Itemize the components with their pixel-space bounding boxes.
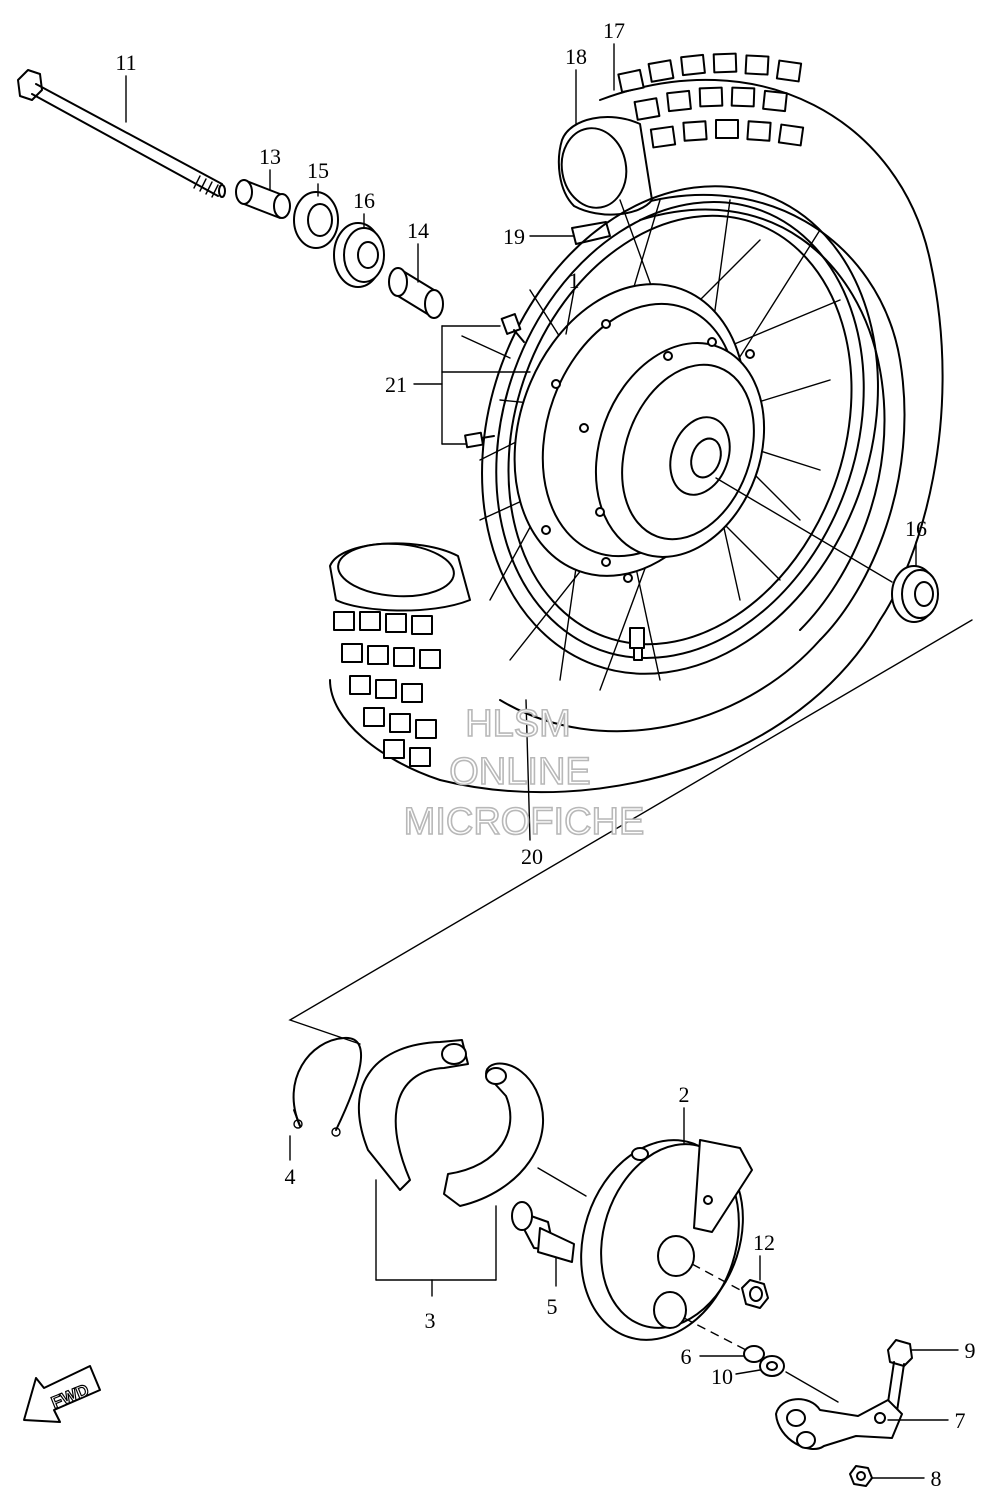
tube-cut-end [329, 542, 471, 612]
leader-lines [125, 43, 959, 1479]
brake-shoe-right[interactable] [443, 1062, 545, 1207]
oil-seal[interactable] [293, 191, 339, 249]
brake-cam[interactable] [511, 1201, 575, 1287]
callout-2: 2 [679, 1082, 690, 1107]
callout-18: 18 [565, 44, 587, 69]
callout-13: 13 [259, 144, 281, 169]
tread-top [617, 52, 805, 149]
brake-panel[interactable] [556, 1120, 766, 1361]
callout-3: 3 [425, 1308, 436, 1333]
callout-9: 9 [965, 1338, 976, 1363]
bearing-right[interactable] [891, 565, 939, 623]
spacer-right[interactable] [388, 267, 444, 319]
bracket-21 [413, 325, 531, 445]
callout-8: 8 [931, 1466, 942, 1491]
callout-19: 19 [503, 224, 525, 249]
watermark-line-1: HLSM [465, 703, 571, 745]
callout-1: 1 [569, 268, 580, 293]
callout-6: 6 [681, 1344, 692, 1369]
tread-bottom [333, 611, 441, 767]
bearing-left[interactable] [333, 222, 385, 288]
tube[interactable] [556, 116, 653, 216]
brake-shoe-left[interactable] [357, 1039, 469, 1191]
axle-bolt[interactable] [17, 69, 226, 198]
washer-6[interactable] [743, 1345, 765, 1363]
section-divider [288, 619, 973, 1045]
bracket-3 [375, 1179, 497, 1297]
hub-screw-upper[interactable] [500, 313, 525, 343]
callout-4: 4 [285, 1164, 296, 1189]
callout-21: 21 [385, 372, 407, 397]
hub[interactable] [475, 251, 792, 608]
axis-line-hub [715, 477, 893, 583]
callout-12: 12 [753, 1230, 775, 1255]
callout-11: 11 [115, 50, 136, 75]
rim[interactable] [416, 130, 944, 730]
spacer-left[interactable] [235, 179, 291, 219]
tire[interactable] [329, 52, 944, 794]
guide-line-shoe [537, 1167, 587, 1197]
watermark-line-2: ONLINE [449, 751, 590, 793]
hub-screw-lower[interactable] [464, 431, 495, 449]
guide-line-arm [785, 1371, 839, 1403]
nut-8[interactable] [849, 1465, 873, 1487]
watermark-line-3: MICROFICHE [404, 801, 645, 843]
nut-12[interactable] [741, 1279, 769, 1309]
washer-10[interactable] [759, 1355, 785, 1377]
guide-line-nut [691, 1263, 745, 1293]
shoe-spring[interactable] [292, 1036, 363, 1137]
callout-17: 17 [603, 18, 625, 43]
callout-14: 14 [407, 218, 429, 243]
valve [629, 627, 645, 661]
guide-line-washer [683, 1317, 747, 1351]
callout-15: 15 [307, 158, 329, 183]
callout-20: 20 [521, 844, 543, 869]
callout-16-left: 16 [353, 188, 375, 213]
callout-16-right: 16 [905, 516, 927, 541]
callout-5: 5 [547, 1294, 558, 1319]
fwd-arrow-icon: FWD [23, 1365, 101, 1423]
callout-10: 10 [711, 1364, 733, 1389]
torque-arm[interactable] [775, 1398, 903, 1450]
callout-7: 7 [955, 1408, 966, 1433]
